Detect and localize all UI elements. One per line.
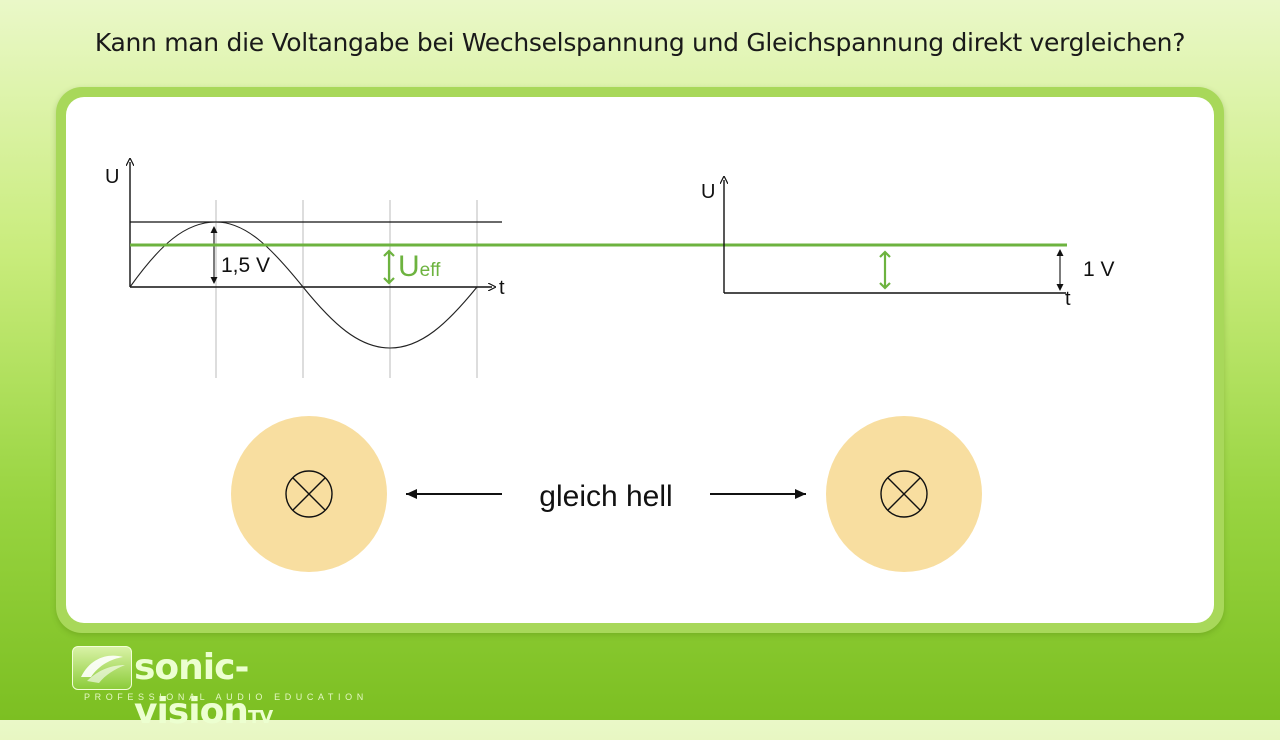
- dc-graph: U t 1 V: [701, 180, 1115, 310]
- ac-x-axis-label: t: [499, 277, 505, 299]
- ac-sine-wave: [129, 221, 478, 349]
- brand-logo: sonic-visionTV PROFESSIONAL AUDIO EDUCAT…: [72, 646, 363, 732]
- logo-icon: [72, 646, 132, 690]
- logo-tagline: PROFESSIONAL AUDIO EDUCATION: [84, 692, 368, 702]
- dc-value-label: 1 V: [1083, 258, 1115, 281]
- ac-graph: U t 1,5 V Ueff: [105, 162, 505, 378]
- lamp-symbol-icon: [880, 470, 928, 518]
- lamp-left: [231, 416, 387, 572]
- page-title: Kann man die Voltangabe bei Wechselspann…: [94, 28, 1186, 57]
- comparison-text: gleich hell: [539, 480, 672, 513]
- dc-y-axis-label: U: [701, 181, 715, 203]
- dc-x-axis-label: t: [1065, 288, 1071, 310]
- ac-amplitude-label: 1,5 V: [221, 254, 270, 277]
- lamp-symbol-icon: [285, 470, 333, 518]
- ac-y-axis-label: U: [105, 166, 119, 188]
- effective-value-label: Ueff: [398, 250, 441, 283]
- lamp-right: [826, 416, 982, 572]
- voltage-diagram: U t 1,5 V Ueff U t 1 V gleic: [105, 0, 1115, 572]
